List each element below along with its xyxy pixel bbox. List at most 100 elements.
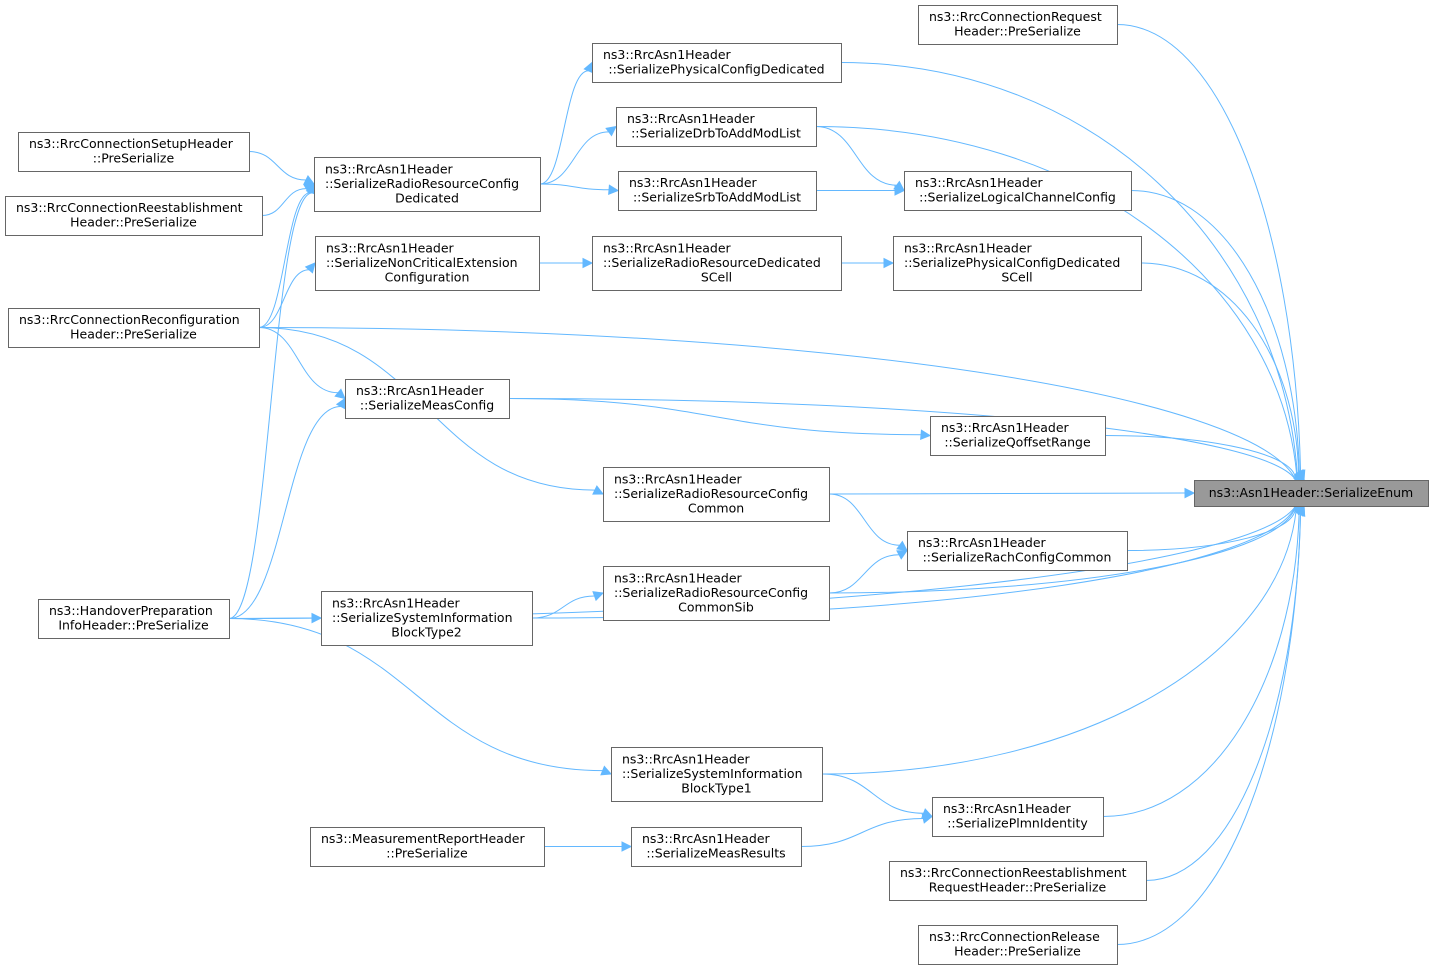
node-box xyxy=(321,591,533,646)
function-node-ser-radio-res-cfg-common-sib[interactable]: ns3::RrcAsn1Header::SerializeRadioResour… xyxy=(603,566,830,621)
edge-line xyxy=(261,188,307,216)
edge-arrowhead xyxy=(582,257,594,269)
edge-line xyxy=(821,510,1297,775)
function-node-ser-phys-cfg-ded-scell[interactable]: ns3::RrcAsn1Header::SerializePhysicalCon… xyxy=(893,236,1142,291)
node-box xyxy=(1194,480,1429,507)
function-node-ser-radio-res-ded-scell[interactable]: ns3::RrcAsn1Header::SerializeRadioResour… xyxy=(592,236,842,291)
function-node-meas-report-pre[interactable]: ns3::MeasurementReportHeader::PreSeriali… xyxy=(310,827,545,867)
call-edge-ser-sys-info-blk1-to-ser-plmn-identity xyxy=(821,773,934,819)
function-node-rrc-conn-reest-req-pre[interactable]: ns3::RrcConnectionReestablishmentRequest… xyxy=(889,861,1147,901)
node-label-line: BlockType2 xyxy=(391,624,461,639)
function-node-rrc-conn-request-pre[interactable]: ns3::RrcConnectionRequestHeader::PreSeri… xyxy=(918,5,1118,45)
edge-line xyxy=(1116,514,1301,945)
edge-line xyxy=(828,507,1296,594)
function-node-rrc-conn-reconf-pre[interactable]: ns3::RrcConnectionReconfigurationHeader:… xyxy=(8,308,260,348)
edge-line xyxy=(228,192,313,619)
edge-arrowhead xyxy=(1295,504,1306,517)
node-label-line: ::SerializeRadioResourceConfig xyxy=(614,585,808,600)
call-edge-handover-prep-pre-to-ser-sys-info-blk2 xyxy=(228,612,323,624)
node-label-line: SCell xyxy=(701,269,732,284)
node-box xyxy=(592,236,842,291)
node-label-line: BlockType1 xyxy=(681,780,751,795)
call-graph-nodes: ns3::Asn1Header::SerializeEnumns3::RrcCo… xyxy=(5,5,1429,965)
edge-line xyxy=(1116,24,1302,472)
function-node-ser-radio-res-cfg-common[interactable]: ns3::RrcAsn1Header::SerializeRadioResour… xyxy=(603,467,830,522)
edge-arrowhead xyxy=(303,175,315,185)
function-node-rrc-conn-release-pre[interactable]: ns3::RrcConnectionReleaseHeader::PreSeri… xyxy=(918,925,1118,965)
function-node-ser-non-crit-ext[interactable]: ns3::RrcAsn1Header::SerializeNonCritical… xyxy=(315,236,540,291)
edge-arrowhead xyxy=(896,549,908,560)
node-box xyxy=(38,599,230,639)
function-node-ser-sys-info-blk2[interactable]: ns3::RrcAsn1Header::SerializeSystemInfor… xyxy=(321,591,533,646)
edge-line xyxy=(228,405,341,619)
node-label-line: ns3::RrcAsn1Header xyxy=(918,535,1047,550)
node-label-line: ns3::MeasurementReportHeader xyxy=(321,831,525,846)
node-box xyxy=(907,531,1128,571)
node-label-line: ::SerializeNonCriticalExtension xyxy=(326,255,518,270)
node-box xyxy=(345,379,510,419)
node-label-line: ::SerializeLogicalChannelConfig xyxy=(919,190,1116,205)
node-label-line: ns3::RrcAsn1Header xyxy=(614,570,743,585)
function-node-rrc-conn-reest-pre[interactable]: ns3::RrcConnectionReestablishmentHeader:… xyxy=(5,196,263,236)
edge-arrowhead xyxy=(304,262,316,274)
function-node-ser-logical-ch-cfg[interactable]: ns3::RrcAsn1Header::SerializeLogicalChan… xyxy=(904,171,1132,211)
node-label-line: ::PreSerialize xyxy=(93,151,175,166)
node-label-line: ::SerializeRachConfigCommon xyxy=(923,550,1112,565)
function-node-ser-meas-results[interactable]: ns3::RrcAsn1Header::SerializeMeasResults xyxy=(631,827,802,867)
node-box xyxy=(618,171,817,211)
edge-arrowhead xyxy=(592,485,605,495)
call-edge-rrc-conn-reest-pre-to-ser-radio-res-cfg-ded xyxy=(261,183,315,216)
edge-arrowhead xyxy=(608,184,620,196)
edge-arrowhead xyxy=(335,397,346,410)
node-box xyxy=(310,827,545,867)
node-label-line: ::SerializeRadioResourceConfig xyxy=(325,176,519,191)
edge-line xyxy=(1130,190,1300,473)
root-function-node[interactable]: ns3::Asn1Header::SerializeEnum xyxy=(1194,480,1429,507)
edge-line xyxy=(228,618,603,772)
function-node-ser-plmn-identity[interactable]: ns3::RrcAsn1Header::SerializePlmnIdentit… xyxy=(932,797,1104,837)
node-label-line: ns3::RrcAsn1Header xyxy=(326,240,455,255)
node-label-line: Common xyxy=(688,500,744,515)
edge-line xyxy=(1104,435,1296,479)
edge-line xyxy=(1126,508,1296,551)
edge-line xyxy=(815,126,897,186)
node-label-line: ns3::RrcAsn1Header xyxy=(915,175,1044,190)
node-label-line: ns3::RrcConnectionRequest xyxy=(929,9,1102,24)
node-label-line: ns3::RrcAsn1Header xyxy=(941,420,1070,435)
node-label-line: ns3::RrcAsn1Header xyxy=(603,240,732,255)
node-label-line: ns3::HandoverPreparation xyxy=(49,603,213,618)
node-label-line: ns3::RrcConnectionRelease xyxy=(929,929,1100,944)
node-box xyxy=(930,416,1106,456)
function-node-rrc-conn-setup-pre[interactable]: ns3::RrcConnectionSetupHeader::PreSerial… xyxy=(18,132,250,172)
function-node-ser-qoffset-range[interactable]: ns3::RrcAsn1Header::SerializeQoffsetRang… xyxy=(930,416,1106,456)
call-edge-rrc-conn-release-pre-to-root xyxy=(1116,504,1306,945)
call-edge-rrc-conn-setup-pre-to-ser-radio-res-cfg-ded xyxy=(248,151,315,185)
function-node-ser-srb-to-add-mod[interactable]: ns3::RrcAsn1Header::SerializeSrbToAddMod… xyxy=(618,171,817,211)
node-label-line: ns3::RrcConnectionSetupHeader xyxy=(29,136,234,151)
call-edge-ser-drb-to-add-mod-to-ser-logical-ch-cfg xyxy=(815,126,905,192)
node-label-line: ::PreSerialize xyxy=(386,846,468,861)
node-label-line: Header::PreSerialize xyxy=(954,944,1081,959)
node-box xyxy=(8,308,260,348)
node-label-line: ns3::RrcConnectionReconfiguration xyxy=(19,312,240,327)
function-node-ser-radio-res-cfg-ded[interactable]: ns3::RrcAsn1Header::SerializeRadioResour… xyxy=(314,157,541,212)
edge-line xyxy=(821,773,924,814)
call-edge-ser-phys-cfg-ded-scell-to-root xyxy=(1140,262,1305,481)
node-label-line: Header::PreSerialize xyxy=(954,24,1081,39)
function-node-ser-phys-config-ded[interactable]: ns3::RrcAsn1Header::SerializePhysicalCon… xyxy=(592,43,842,83)
edge-line xyxy=(539,183,610,191)
function-node-ser-meas-config[interactable]: ns3::RrcAsn1Header::SerializeMeasConfig xyxy=(345,379,510,419)
function-node-ser-sys-info-blk1[interactable]: ns3::RrcAsn1Header::SerializeSystemInfor… xyxy=(611,747,823,802)
function-node-ser-drb-to-add-mod[interactable]: ns3::RrcAsn1Header::SerializeDrbToAddMod… xyxy=(616,107,817,147)
node-label-line: SCell xyxy=(1001,269,1032,284)
edge-line xyxy=(508,398,922,436)
node-label-line: ns3::RrcAsn1Header xyxy=(627,111,756,126)
function-node-handover-prep-pre[interactable]: ns3::HandoverPreparationInfoHeader::PreS… xyxy=(38,599,230,639)
node-box xyxy=(611,747,823,802)
call-edge-ser-radio-res-cfg-common-to-ser-rach-cfg-common xyxy=(828,493,908,552)
edge-line xyxy=(840,62,1298,475)
node-label-line: ::SerializePlmnIdentity xyxy=(947,816,1088,831)
node-label-line: RequestHeader::PreSerialize xyxy=(929,880,1107,895)
function-node-ser-rach-cfg-common[interactable]: ns3::RrcAsn1Header::SerializeRachConfigC… xyxy=(907,531,1128,571)
